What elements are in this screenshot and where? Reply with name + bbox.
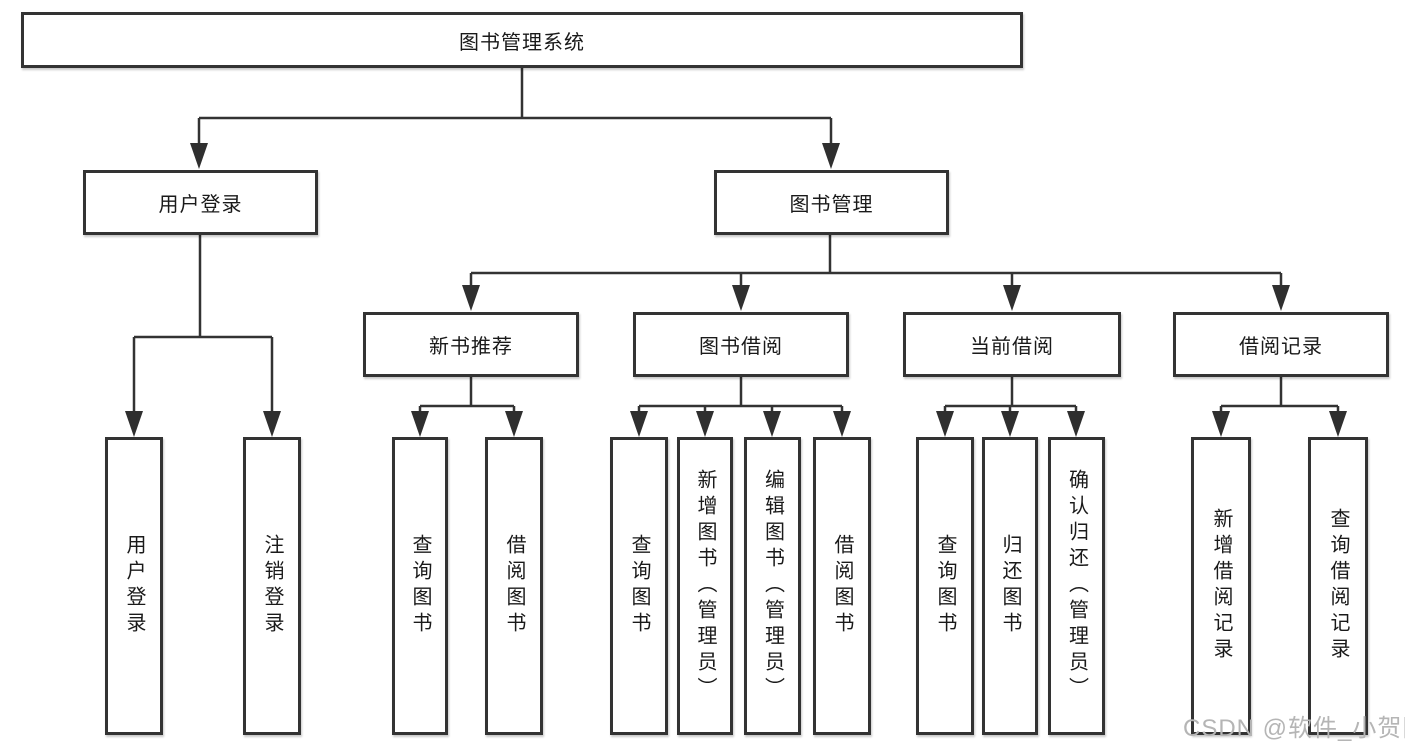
- node-new-book-recommend-label: 新书推荐: [429, 336, 513, 358]
- arrowheads: [125, 143, 1347, 437]
- node-book-mgmt-label: 图书管理: [789, 194, 874, 216]
- leaf-return-books-label: 归还图书: [999, 534, 1021, 638]
- node-borrow-records-label: 借阅记录: [1239, 336, 1323, 358]
- node-book-borrow-label: 图书借阅: [699, 336, 783, 358]
- leaf-query-borrow-record: 查询借阅记录: [1308, 437, 1368, 735]
- leaf-logout-label: 注销登录: [261, 534, 283, 638]
- leaf-recommend-borrow-books-label: 借阅图书: [503, 534, 525, 638]
- connectors-borrow-records: [1219, 377, 1340, 418]
- leaf-logout: 注销登录: [243, 437, 301, 735]
- leaf-borrow-query-books-label: 查询图书: [628, 534, 650, 638]
- node-user-login-label: 用户登录: [158, 194, 243, 216]
- leaf-current-query-books-label: 查询图书: [934, 534, 956, 638]
- leaf-user-login-label: 用户登录: [123, 534, 145, 638]
- node-user-login: 用户登录: [83, 170, 318, 235]
- connectors-book-borrow: [637, 377, 844, 418]
- leaf-add-books-admin: 新增图书（管理员）: [677, 437, 733, 735]
- node-book-mgmt: 图书管理: [714, 170, 949, 235]
- leaf-borrow-books: 借阅图书: [813, 437, 871, 735]
- leaf-add-borrow-record-label: 新增借阅记录: [1210, 508, 1232, 664]
- connectors-root: [197, 68, 833, 150]
- leaf-add-borrow-record: 新增借阅记录: [1191, 437, 1251, 735]
- leaf-user-login: 用户登录: [105, 437, 163, 735]
- node-root: 图书管理系统: [21, 12, 1023, 68]
- leaf-confirm-return-admin-label: 确认归还（管理员）: [1065, 469, 1088, 703]
- node-root-label: 图书管理系统: [459, 31, 585, 54]
- leaf-recommend-query-books-label: 查询图书: [409, 534, 431, 638]
- connectors-book-mgmt: [469, 235, 1283, 292]
- csdn-watermark: CSDN @软件_小贺同学: [1183, 715, 1405, 742]
- leaf-add-books-admin-label: 新增图书（管理员）: [694, 469, 716, 703]
- leaf-borrow-query-books: 查询图书: [610, 437, 668, 735]
- leaf-recommend-borrow-books: 借阅图书: [485, 437, 543, 735]
- leaf-recommend-query-books: 查询图书: [392, 437, 448, 735]
- leaf-confirm-return-admin: 确认归还（管理员）: [1048, 437, 1105, 735]
- leaf-return-books: 归还图书: [982, 437, 1038, 735]
- connectors-new-book-recommend: [418, 377, 516, 418]
- leaf-edit-books-admin-label: 编辑图书（管理员）: [761, 469, 784, 703]
- node-current-borrow-label: 当前借阅: [970, 336, 1054, 358]
- leaf-edit-books-admin: 编辑图书（管理员）: [744, 437, 801, 735]
- node-current-borrow: 当前借阅: [903, 312, 1121, 377]
- leaf-current-query-books: 查询图书: [916, 437, 974, 735]
- node-borrow-records: 借阅记录: [1173, 312, 1389, 377]
- node-book-borrow: 图书借阅: [633, 312, 849, 377]
- leaf-borrow-books-label: 借阅图书: [831, 534, 853, 638]
- leaf-query-borrow-record-label: 查询借阅记录: [1327, 508, 1349, 664]
- node-new-book-recommend: 新书推荐: [363, 312, 579, 377]
- connectors-user-login: [132, 235, 274, 418]
